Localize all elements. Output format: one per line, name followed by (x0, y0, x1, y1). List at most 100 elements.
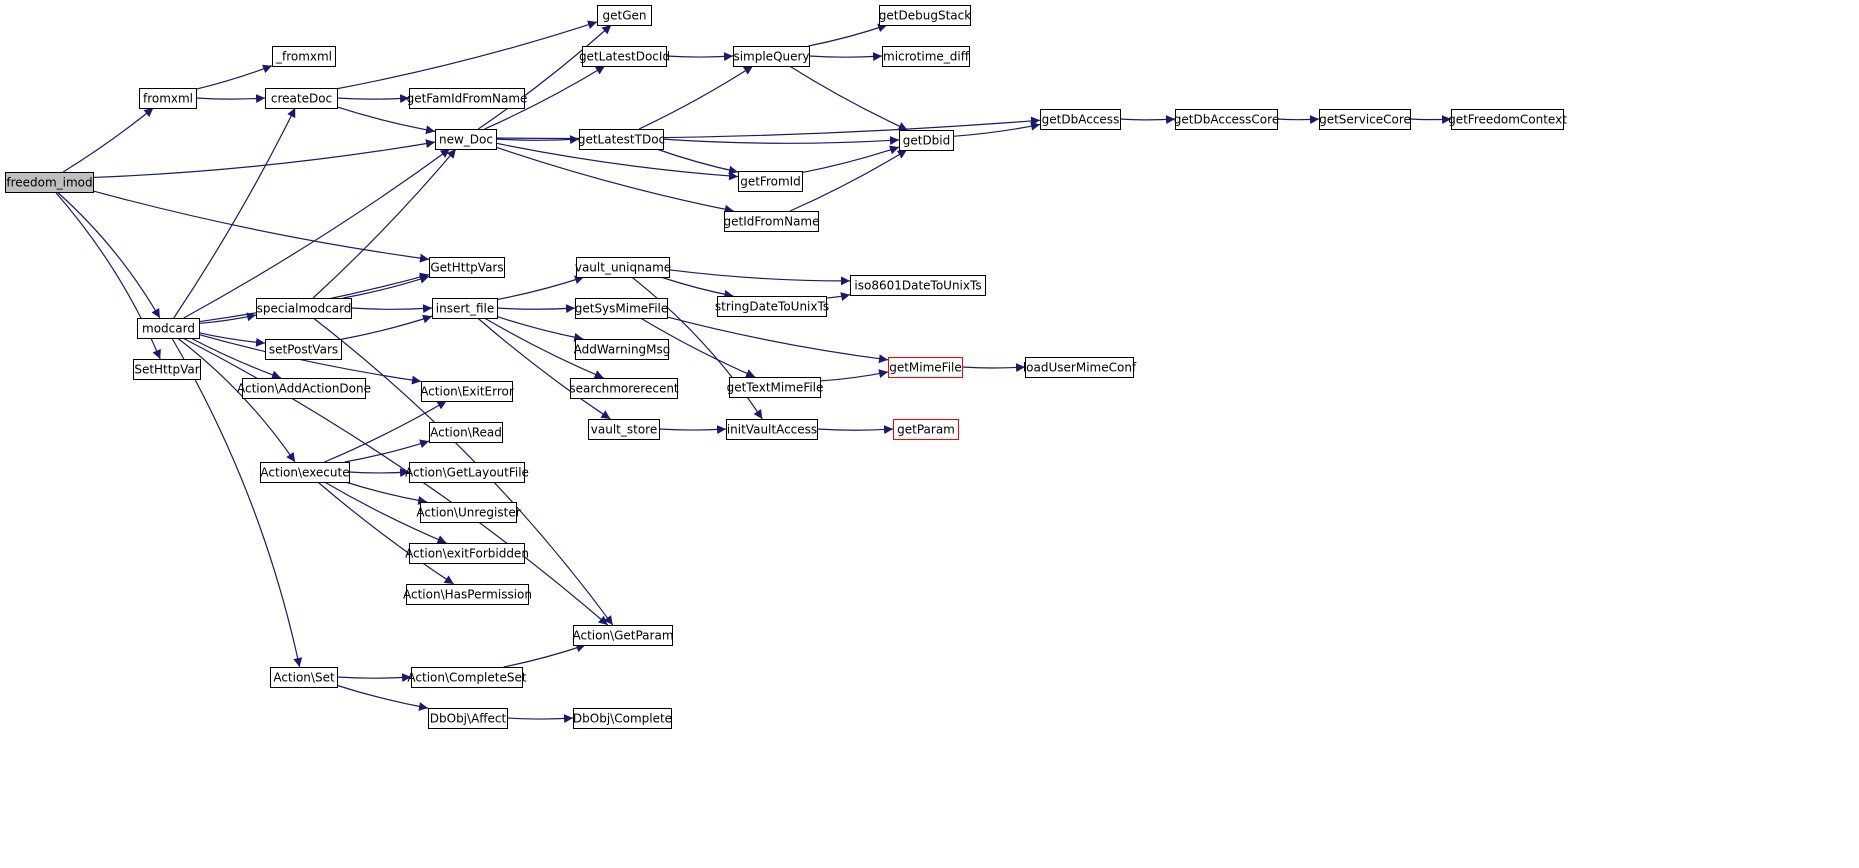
node-get-param[interactable]: getParam (893, 419, 959, 440)
node-action-read[interactable]: Action\Read (429, 422, 503, 443)
edge-freedom-imod-to-modcard (56, 191, 161, 319)
node-modcard[interactable]: modcard (137, 318, 200, 339)
node-get-latest-tdoc[interactable]: getLatestTDoc (578, 129, 665, 150)
node-label: getFreedomContext (1448, 113, 1567, 127)
node-get-debug-stack[interactable]: getDebugStack (879, 5, 971, 26)
node-fromxml[interactable]: fromxml (139, 88, 197, 109)
node-label: AddWarningMsg (574, 343, 671, 357)
node-label: GetHttpVars (430, 261, 503, 275)
node-get-mime-file[interactable]: getMimeFile (888, 357, 963, 378)
node-action-add-action-done[interactable]: Action\AddActionDone (237, 378, 371, 399)
node-label: microtime_diff (883, 50, 970, 64)
edge-set-post-vars-to-insert-file (340, 314, 433, 340)
node-init-vault-access[interactable]: initVaultAccess (726, 419, 818, 440)
node-insert-file[interactable]: insert_file (432, 298, 498, 319)
node-action-unregister[interactable]: Action\Unregister (416, 502, 521, 523)
node-action-has-permission[interactable]: Action\HasPermission (403, 584, 532, 605)
node-vault-store[interactable]: vault_store (588, 419, 660, 440)
edge-new-doc-to-get-latest-doc-id (484, 65, 606, 130)
edge-get-sys-mime-file-to-get-text-mime-file (640, 317, 756, 378)
edge-get-latest-doc-id-to-simple-query (665, 52, 734, 62)
edge-specialmodcard-to-action-get-param (312, 317, 614, 626)
node-label: fromxml (143, 92, 193, 106)
node-get-db-access-core[interactable]: getDbAccessCore (1174, 109, 1279, 130)
node-box (421, 381, 513, 402)
node--fromxml[interactable]: _fromxml (272, 46, 336, 67)
edge-create-doc-to-new-doc (336, 106, 436, 135)
node-label: Action\Set (273, 671, 335, 685)
edge-db-obj-affect-to-db-obj-complete (506, 714, 574, 724)
node-label: getSysMimeFile (575, 302, 669, 316)
node-vault-uniqname[interactable]: vault_uniqname (575, 257, 671, 278)
node-label: Action\CompleteSet (407, 671, 526, 685)
node-box (879, 5, 971, 26)
node-label: modcard (142, 322, 195, 336)
node-action-get-param[interactable]: Action\GetParam (572, 625, 674, 646)
node-specialmodcard[interactable]: specialmodcard (256, 298, 352, 319)
node-microtime-diff[interactable]: microtime_diff (882, 46, 970, 67)
node-label: SetHttpVar (134, 363, 199, 377)
node-get-service-core[interactable]: getServiceCore (1319, 109, 1411, 130)
edge-modcard-to-create-doc (173, 107, 296, 319)
node-label: new_Doc (439, 133, 493, 147)
edge-freedom-imod-to-get-http-vars (92, 190, 430, 263)
node-action-set[interactable]: Action\Set (270, 667, 338, 688)
node-box (1451, 109, 1564, 130)
node-freedom-imod[interactable]: freedom_imod (5, 172, 94, 193)
node-action-exit-error[interactable]: Action\ExitError (420, 381, 514, 402)
node-string-date-to-unix-ts[interactable]: stringDateToUnixTs (715, 296, 829, 317)
node-load-user-mime-conf[interactable]: loadUserMimeConf (1023, 357, 1137, 378)
edge-modcard-to-set-post-vars (198, 332, 266, 347)
node-get-gen[interactable]: getGen (597, 5, 652, 26)
node-action-exit-forbidden[interactable]: Action\exitForbidden (405, 543, 529, 564)
edge-get-latest-tdoc-to-get-from-id (656, 148, 739, 175)
edge-string-date-to-unix-ts-to-iso8601-date-to-unix-ts (825, 292, 851, 301)
node-simple-query[interactable]: simpleQuery (733, 46, 810, 67)
edge-modcard-to-new-doc (183, 148, 451, 319)
edge-vault-uniqname-to-string-date-to-unix-ts (660, 276, 734, 299)
edge-get-db-access-core-to-get-service-core (1276, 115, 1320, 125)
node-action-get-layout-file[interactable]: Action\GetLayoutFile (405, 462, 529, 483)
node-get-dbid[interactable]: getDbid (899, 130, 954, 151)
node-db-obj-complete[interactable]: DbObj\Complete (573, 708, 672, 729)
node-create-doc[interactable]: createDoc (265, 88, 338, 109)
node-add-warning-msg[interactable]: AddWarningMsg (574, 339, 671, 360)
node-action-complete-set[interactable]: Action\CompleteSet (407, 667, 527, 688)
node-label: Action\execute (260, 466, 349, 480)
node-label: vault_store (591, 423, 657, 437)
node-box (265, 88, 338, 109)
edge-fromxml-to--fromxml (195, 64, 273, 90)
node-box (738, 171, 803, 192)
node-db-obj-affect[interactable]: DbObj\Affect (428, 708, 508, 729)
node-box (5, 172, 94, 193)
node-new-doc[interactable]: new_Doc (435, 129, 497, 150)
node-box (717, 296, 827, 317)
node-get-http-vars[interactable]: GetHttpVars (429, 257, 505, 278)
node-get-freedom-context[interactable]: getFreedomContext (1448, 109, 1567, 130)
node-set-post-vars[interactable]: setPostVars (265, 339, 342, 360)
edge-action-execute-to-action-has-permission (317, 481, 455, 585)
node-get-db-access[interactable]: getDbAccess (1040, 109, 1121, 130)
node-box (260, 462, 350, 483)
edge-freedom-imod-to-fromxml (62, 107, 154, 173)
node-get-latest-doc-id[interactable]: getLatestDocId (579, 46, 670, 67)
edges-layer (54, 20, 1452, 724)
edge-action-execute-to-action-unregister (345, 481, 428, 505)
node-get-sys-mime-file[interactable]: getSysMimeFile (575, 298, 669, 319)
node-box (1175, 109, 1278, 130)
edge-action-execute-to-action-read (344, 439, 430, 463)
node-get-fam-id-from-name[interactable]: getFamIdFromName (407, 88, 528, 109)
node-box (899, 130, 954, 151)
node-action-execute[interactable]: Action\execute (260, 462, 350, 483)
node-label: getIdFromName (724, 215, 820, 229)
node-label: setPostVars (269, 343, 338, 357)
node-iso8601-date-to-unix-ts[interactable]: iso8601DateToUnixTs (850, 275, 986, 296)
node-searchmorerecent[interactable]: searchmorerecent (569, 378, 679, 399)
node-get-text-mime-file[interactable]: getTextMimeFile (727, 377, 824, 398)
node-get-id-from-name[interactable]: getIdFromName (724, 211, 820, 232)
node-get-from-id[interactable]: getFromId (738, 171, 803, 192)
node-set-http-var[interactable]: SetHttpVar (133, 359, 201, 380)
node-label: initVaultAccess (727, 423, 817, 437)
edge-specialmodcard-to-get-http-vars (343, 274, 430, 299)
